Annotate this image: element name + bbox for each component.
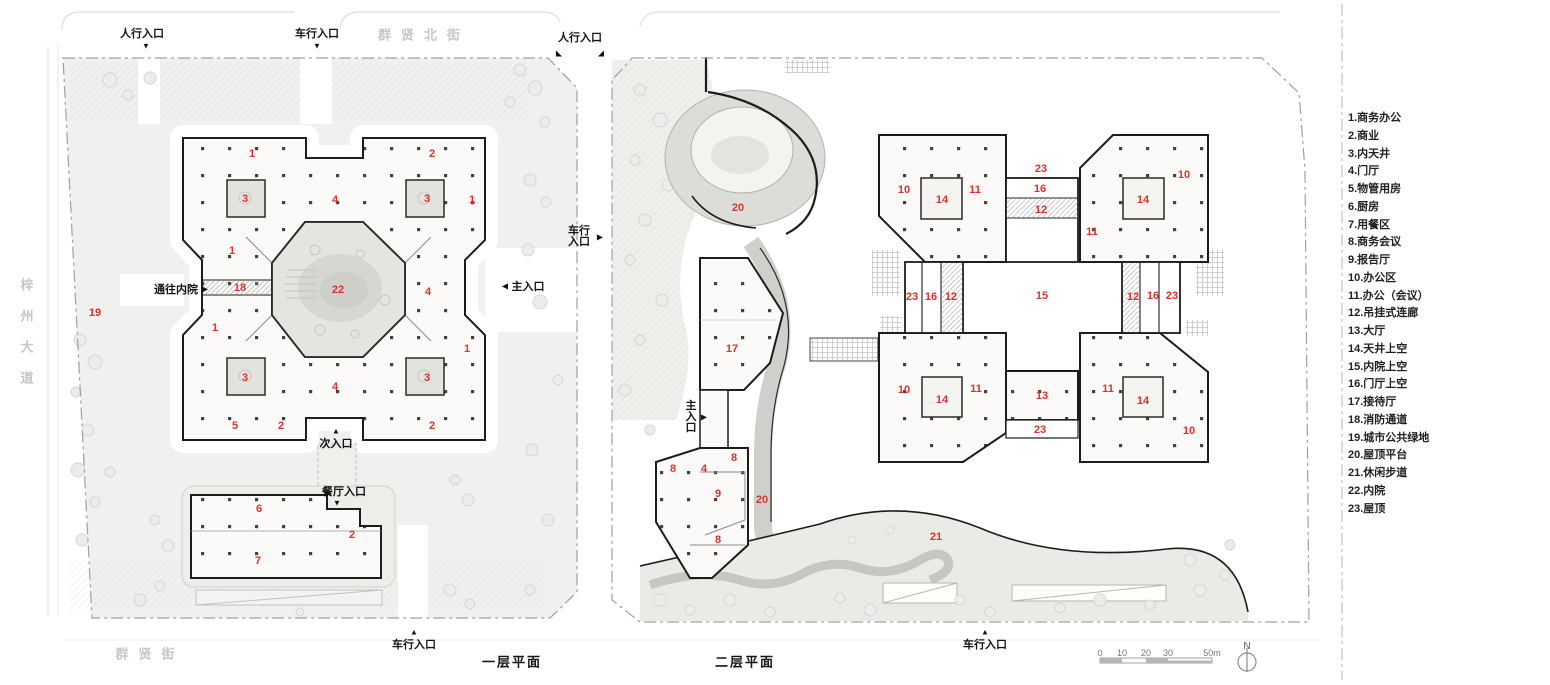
legend-item: 9.报告厅 bbox=[1348, 254, 1391, 266]
legend-item: 21.休闲步道 bbox=[1348, 467, 1408, 479]
legend-item: 23.屋顶 bbox=[1348, 502, 1386, 515]
legend: 1.商务办公 2.商业 3.内天井 4.门厅 5.物管用房 6.厨房 7.用餐区 8.商务会议… bbox=[1348, 110, 1548, 518]
street-curbs bbox=[47, 11, 1320, 641]
legend-item: 11.办公（会议） bbox=[1348, 289, 1429, 302]
legend-item: 14.天井上空 bbox=[1348, 342, 1408, 355]
floor2-plan-drawing bbox=[611, 57, 1310, 623]
legend-item: 7.用餐区 bbox=[1348, 218, 1391, 231]
north-letter: N bbox=[1243, 641, 1250, 652]
legend-item: 3.内天井 bbox=[1348, 147, 1391, 160]
legend-item: 1.商务办公 bbox=[1348, 112, 1402, 124]
legend-item: 12.吊挂式连廊 bbox=[1348, 307, 1419, 320]
plan1-title: 一层平面 bbox=[481, 654, 543, 670]
legend-item: 8.商务会议 bbox=[1348, 236, 1402, 249]
legend-item: 5.物管用房 bbox=[1348, 183, 1402, 195]
plan2-title: 二层平面 bbox=[714, 654, 776, 670]
scale-bar-graphic bbox=[1099, 657, 1213, 664]
north-arrow: N bbox=[1237, 641, 1257, 672]
legend-item: 17.接待厅 bbox=[1348, 396, 1397, 408]
legend-item: 19.城市公共绿地 bbox=[1348, 431, 1430, 444]
legend-item: 13.大厅 bbox=[1348, 325, 1386, 337]
legend-item: 10.办公区 bbox=[1348, 271, 1397, 284]
legend-item: 20.屋顶平台 bbox=[1348, 449, 1408, 462]
legend-item: 18.消防通道 bbox=[1348, 413, 1408, 426]
legend-item: 16.门厅上空 bbox=[1348, 378, 1408, 391]
legend-item: 4.门厅 bbox=[1348, 165, 1380, 178]
legend-item: 2.商业 bbox=[1348, 129, 1380, 142]
legend-item: 22.内院 bbox=[1348, 484, 1386, 497]
floor1-plan-drawing bbox=[62, 57, 578, 619]
legend-item: 15.内院上空 bbox=[1348, 360, 1408, 373]
legend-item: 6.厨房 bbox=[1348, 200, 1380, 213]
